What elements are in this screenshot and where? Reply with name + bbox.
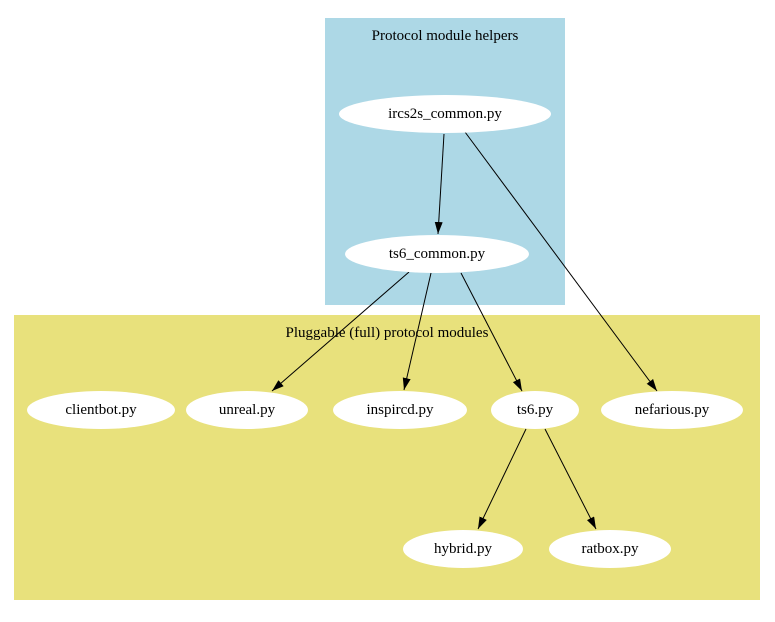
cluster-pluggable-protocol-modules-label: Pluggable (full) protocol modules [285,325,489,341]
node-hybrid: hybrid.py [403,530,523,568]
node-ts6: ts6.py [491,391,579,429]
node-ts6_common: ts6_common.py [345,235,529,273]
node-unreal: unreal.py [186,391,308,429]
node-clientbot: clientbot.py [27,391,175,429]
node-ratbox: ratbox.py [549,530,671,568]
node-inspircd: inspircd.py [333,391,467,429]
node-ircs2s_common: ircs2s_common.py [339,95,551,133]
node-nefarious: nefarious.py [601,391,743,429]
cluster-protocol-module-helpers-label: Protocol module helpers [371,28,519,44]
